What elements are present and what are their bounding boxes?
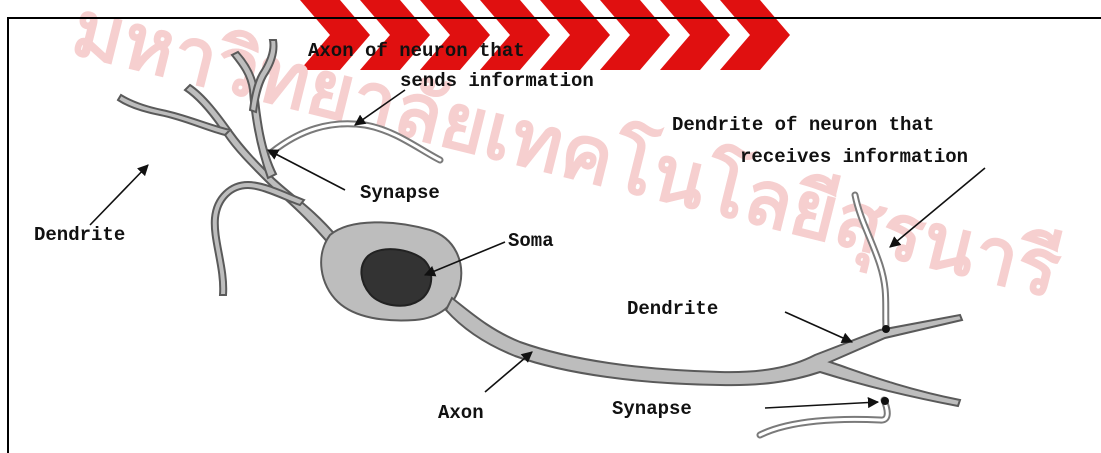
synapse-dot-right xyxy=(882,325,890,333)
synapse-dot-bottom xyxy=(881,397,889,405)
label-synapse-bottom: Synapse xyxy=(612,398,692,420)
label-dendrite-receiver-line1: Dendrite of neuron that xyxy=(672,114,934,136)
label-dendrite-right: Dendrite xyxy=(627,298,718,320)
arrow-dendrite-left xyxy=(90,165,148,225)
arrow-synapse-bottom xyxy=(765,402,878,408)
label-axon: Axon xyxy=(438,402,484,424)
label-synapse-top: Synapse xyxy=(360,182,440,204)
label-soma: Soma xyxy=(508,230,554,252)
label-axon-sender-line1: Axon of neuron that xyxy=(308,40,525,62)
label-dendrite-left: Dendrite xyxy=(34,224,125,246)
arrow-axon xyxy=(485,352,532,392)
arrow-dendrite-right xyxy=(785,312,852,342)
label-dendrite-receiver-line2: receives information xyxy=(740,146,968,168)
nucleus xyxy=(361,249,431,305)
label-axon-sender-line2: sends information xyxy=(400,70,594,92)
